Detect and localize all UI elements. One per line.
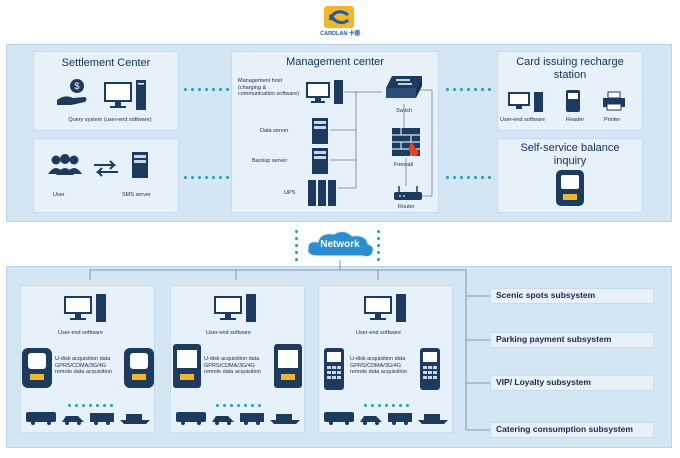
subsystem-box: [490, 332, 654, 348]
logo-text: CARDLAN 卡德: [320, 31, 360, 37]
dotted-connector: [182, 78, 231, 96]
user-software-computer-icon: [508, 92, 543, 112]
management-center-title: Management center: [286, 56, 384, 68]
ups-icon: [308, 180, 336, 206]
management-host-label: Management host (charging & communicatio…: [238, 78, 300, 97]
user-end-software-label: User-end software: [206, 330, 251, 336]
network-cloud-icon: [307, 230, 374, 258]
exchange-arrows-icon: [94, 160, 118, 177]
user-label: User: [53, 192, 65, 198]
switch-icon: [386, 76, 422, 98]
backup-server-label: Backup server: [252, 158, 288, 164]
reader-label: Reader: [566, 117, 585, 123]
pos-terminal-icon: [324, 348, 344, 390]
user-end-software-label: User-end software: [58, 330, 103, 336]
card-terminal-icon: [124, 348, 154, 388]
vehicles-icon: [324, 412, 448, 425]
user-group-icon: [48, 154, 82, 175]
management-host-icon: [306, 80, 343, 104]
dotted-connector: [444, 78, 493, 96]
firewall-label: Firewall: [394, 162, 413, 168]
data-server-icon: [312, 118, 328, 144]
acquisition-label: U-disk acquisition data GPRS/CDMA/3G/4G …: [55, 356, 112, 375]
dotted-connector: [66, 394, 115, 412]
computer-icon: [104, 80, 146, 110]
subsystem-label: Parking payment subsystem: [496, 334, 612, 344]
sms-server-label: SMS server: [122, 192, 151, 198]
subsystem-box: [490, 288, 654, 304]
subsystem-box: [490, 375, 654, 391]
dotted-connector-vertical: [293, 226, 299, 261]
subsystem-box: [490, 422, 654, 438]
card-terminal-icon: [274, 344, 302, 388]
subsystem-label: Scenic spots subsystem: [496, 290, 596, 300]
backup-server-icon: [312, 148, 328, 174]
user-end-software-label: User-end software: [500, 117, 545, 123]
pos-terminal-icon: [420, 348, 440, 390]
computer-icon: [214, 294, 256, 322]
printer-icon: [603, 91, 625, 111]
subsystem-label: Catering consumption subsystem: [496, 424, 633, 434]
vehicles-icon: [176, 412, 300, 425]
reader-icon: [566, 90, 580, 112]
ups-label: UPS: [284, 190, 296, 196]
dotted-connector-vertical: [375, 226, 381, 261]
acquisition-label: U-disk acquisition data GPRS/CDMA/3G/4G …: [350, 356, 407, 375]
sms-server-icon: [132, 152, 148, 178]
self-service-terminal-icon: [556, 170, 584, 206]
firewall-icon: [392, 128, 420, 156]
card-station-title: Card issuing recharge station: [516, 56, 624, 81]
dotted-connector: [182, 166, 231, 184]
computer-icon: [364, 294, 406, 322]
card-terminal-icon: [173, 344, 201, 388]
card-terminal-icon: [22, 348, 52, 388]
dotted-connector: [444, 166, 493, 184]
user-end-software-label: User-end software: [356, 330, 401, 336]
logo: CARDLAN 卡德: [318, 6, 362, 40]
acquisition-label: U-disk acquisition data GPRS/CDMA/3G/4G …: [204, 356, 261, 375]
vehicles-icon: [26, 412, 150, 425]
dotted-connector: [362, 394, 411, 412]
dotted-connector: [214, 394, 263, 412]
logo-emblem-icon: [324, 6, 354, 28]
network-label: Network: [320, 239, 360, 250]
settlement-center-title: Settlement Center: [61, 57, 151, 69]
query-system-label: Query system (user-end software): [68, 117, 152, 123]
subsystem-label: VIP/ Loyalty subsystem: [496, 377, 591, 387]
self-service-title: Self-service balance inquiry: [520, 142, 620, 167]
coin-hand-icon: $: [57, 79, 87, 105]
printer-label: Printer: [604, 117, 621, 123]
sms-box: [33, 138, 179, 213]
svg-text:$: $: [74, 81, 79, 91]
router-label: Router: [398, 204, 415, 210]
computer-icon: [64, 294, 106, 322]
router-icon: [394, 186, 422, 200]
data-server-label: Data server: [260, 128, 289, 134]
